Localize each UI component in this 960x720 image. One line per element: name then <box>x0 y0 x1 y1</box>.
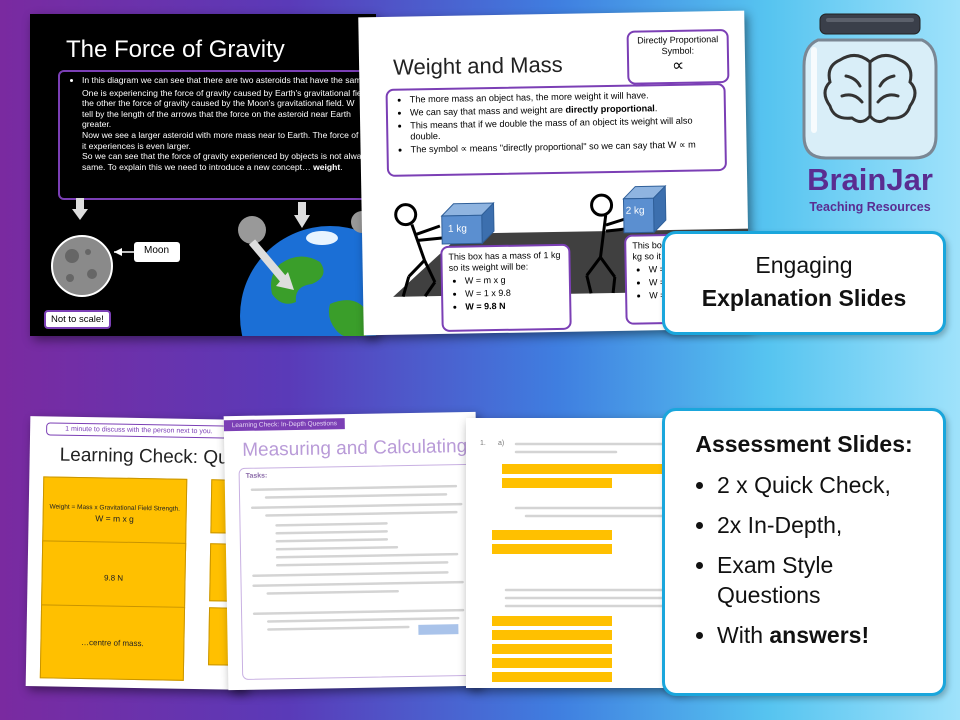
gravity-bullet-box: In this diagram we can see that there ar… <box>58 70 376 200</box>
moon-label-box <box>134 242 180 262</box>
proportional-symbol-box: Directly Proportional Symbol: ∝ <box>626 28 730 85</box>
box-1kg-icon <box>440 201 495 245</box>
assessment-item: 2 x Quick Check, <box>717 470 925 500</box>
moon-label: Moon <box>144 245 170 256</box>
earth-icon <box>240 226 376 336</box>
answers-part-letter: a) <box>498 440 505 447</box>
indepth-slide-thumbnail: Learning Check: In-Depth Questions Measu… <box>223 411 481 691</box>
bullet: This means that if we double the mass of… <box>410 115 718 142</box>
assessment-item: 2x In-Depth, <box>717 510 925 540</box>
scale-note: Not to scale! <box>44 310 111 329</box>
weight-mass-slide-thumbnail: Weight and Mass Directly Proportional Sy… <box>358 10 750 336</box>
assessment-slides-callout: Assessment Slides: 2 x Quick Check, 2x I… <box>662 408 946 696</box>
gravity-slide-thumbnail: The Force of Gravity In this diagram we … <box>30 14 376 336</box>
explanation-slides-callout: Engaging Explanation Slides <box>662 231 946 335</box>
asteroid-small-icon <box>238 216 266 244</box>
answer-card: …centre of mass. <box>39 604 186 681</box>
assessment-item: Exam Style Questions <box>717 550 857 610</box>
quick-check-slide-thumbnail: 1 minute to discuss with the person next… <box>25 416 251 690</box>
assessment-item: With answers! <box>717 620 925 650</box>
proportional-symbol: ∝ <box>671 55 685 75</box>
gravity-slide-title: The Force of Gravity <box>66 36 285 63</box>
tasks-label: Tasks: <box>245 472 268 480</box>
brainjar-jar-icon <box>802 13 938 160</box>
brand-subtitle: Teaching Resources <box>809 200 931 214</box>
answer-card: 9.8 N <box>40 540 187 615</box>
answers-content <box>492 442 678 682</box>
indepth-title: Measuring and Calculating <box>242 435 468 461</box>
indepth-tasks-box: Tasks: <box>238 463 481 680</box>
assessment-title: Assessment Slides: <box>695 431 913 457</box>
calc-step: W = 1 x 9.8 <box>465 287 563 300</box>
box-1kg-label: 1 kg <box>447 223 467 235</box>
box-2kg-icon <box>622 184 667 234</box>
stick-figure-icon <box>394 203 443 298</box>
force-arrow-icon <box>294 202 310 228</box>
faint-question-lines <box>250 484 465 635</box>
box-2kg-label: 2 kg <box>625 205 645 217</box>
calc-step: W = m x g <box>465 274 563 287</box>
quick-check-banner: 1 minute to discuss with the person next… <box>46 422 251 440</box>
calc-step: W = 9.8 N <box>465 300 563 313</box>
explanation-line1: Engaging <box>755 252 853 278</box>
answers-question-number: 1. <box>480 440 486 447</box>
stick-figure-icon <box>585 193 629 294</box>
quick-check-title: Learning Check: Qui <box>59 444 234 469</box>
answer-card: Weight = Mass x Gravitational Field Stre… <box>42 476 188 551</box>
indepth-banner: Learning Check: In-Depth Questions <box>223 418 346 432</box>
weight-slide-title: Weight and Mass <box>392 51 563 80</box>
brand-name: BrainJar <box>807 162 933 197</box>
bullet: One is experiencing the force of gravity… <box>82 87 362 130</box>
moon-icon <box>51 235 113 297</box>
force-arrow-icon <box>72 198 88 220</box>
weight-bullet-box: The more mass an object has, the more we… <box>385 82 727 177</box>
gravity-bullets: In this diagram we can see that there ar… <box>66 75 376 172</box>
weight-emphasis: weight <box>313 161 341 172</box>
force-arrow-icon <box>248 239 294 290</box>
bullet: In this diagram we can see that there ar… <box>82 75 376 86</box>
bullet: Now we see a larger asteroid with more m… <box>82 129 359 151</box>
weight-callout-1: This box has a mass of 1 kg so its weigh… <box>440 243 572 332</box>
explanation-line2: Explanation Slides <box>701 285 907 311</box>
answers-slide-thumbnail: 1. a) <box>466 418 686 688</box>
bullet: So we can see that the force of gravity … <box>82 151 362 172</box>
